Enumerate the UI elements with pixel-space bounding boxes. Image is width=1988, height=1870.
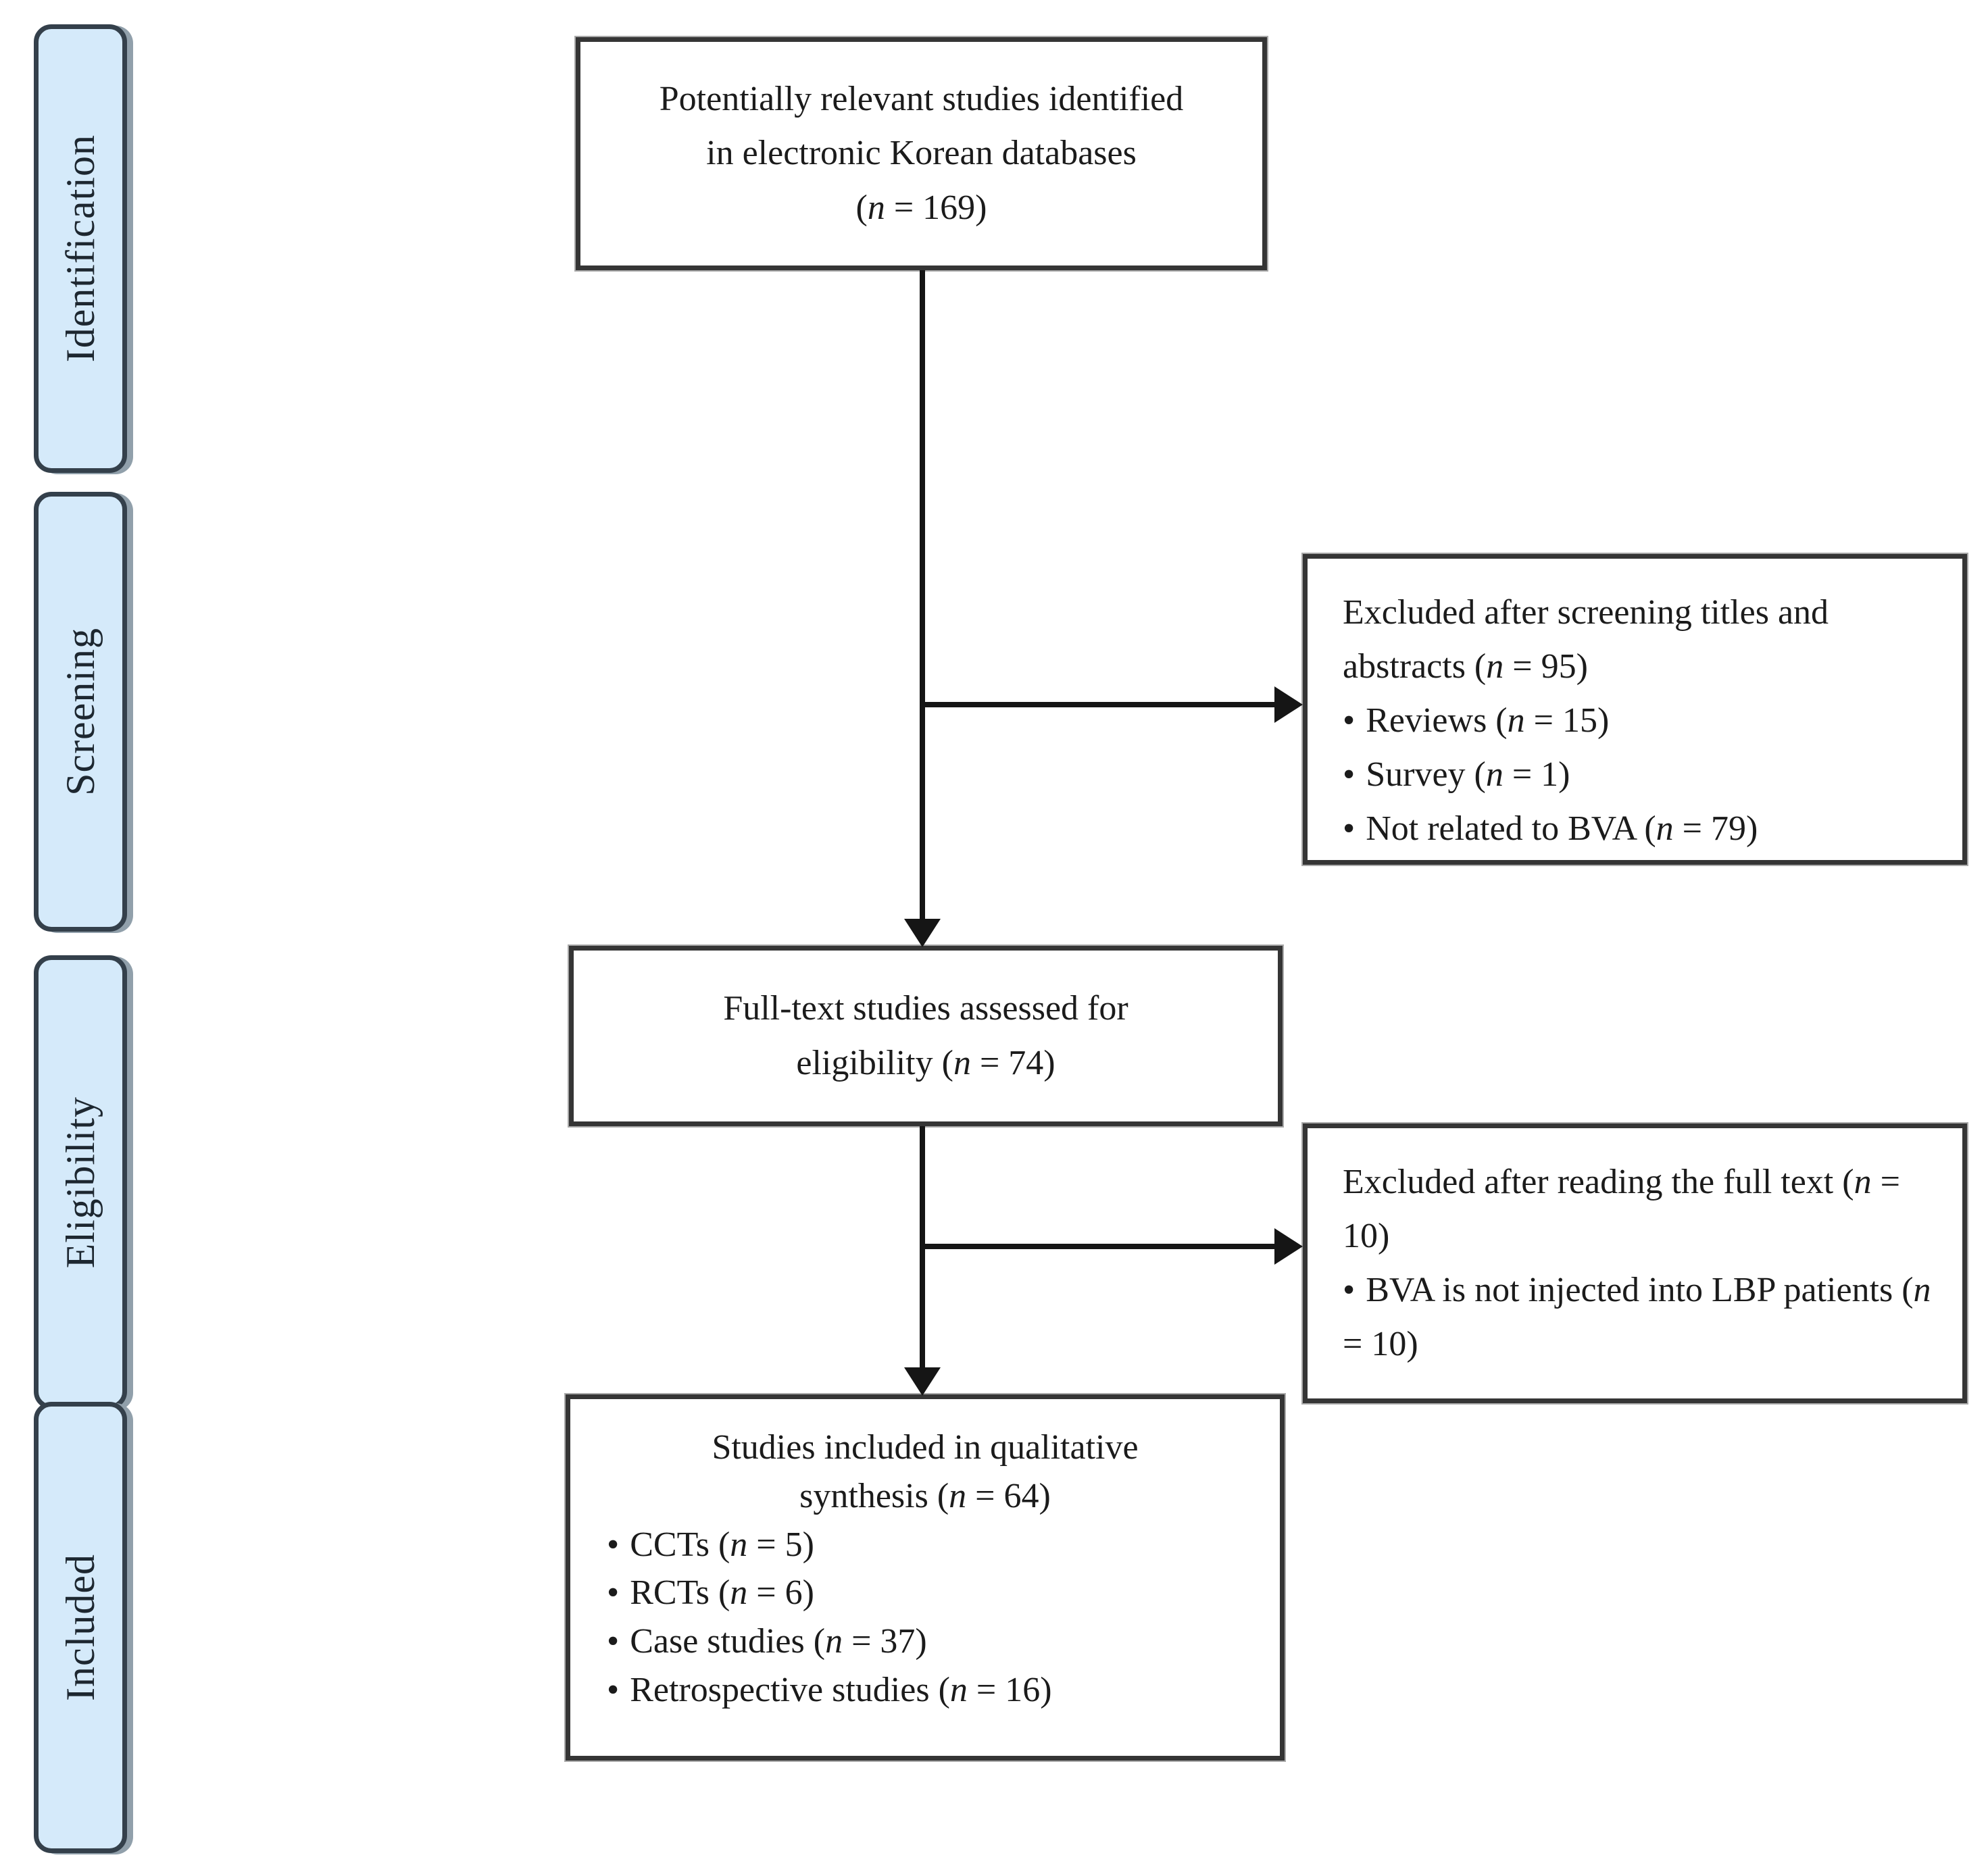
included-item: •Retrospective studies (n = 16) bbox=[607, 1670, 1052, 1709]
arrowhead-down-fulltext bbox=[904, 919, 941, 947]
excluded-fulltext-heading: Excluded after reading the full text (n … bbox=[1343, 1163, 1900, 1256]
bullet-icon: • bbox=[607, 1525, 620, 1564]
stage-identification-label: Identification bbox=[57, 134, 103, 363]
fulltext-line-2: eligibility (n = 74) bbox=[796, 1043, 1055, 1082]
identified-line-1: Potentially relevant studies identified bbox=[659, 80, 1184, 119]
bullet-icon: • bbox=[1343, 1271, 1356, 1310]
excluded-fulltext-item: •BVA is not injected into LBP patients (… bbox=[1343, 1271, 1931, 1364]
included-title-line-1: Studies included in qualitative bbox=[712, 1428, 1139, 1467]
included-title-line-2: synthesis (n = 64) bbox=[799, 1476, 1051, 1515]
connector-to-excluded-screening bbox=[922, 702, 1275, 707]
connector-to-excluded-fulltext bbox=[922, 1244, 1275, 1249]
box-excluded-fulltext: Excluded after reading the full text (n … bbox=[1303, 1123, 1967, 1403]
bullet-icon: • bbox=[1343, 755, 1356, 794]
arrowhead-right-excluded-fulltext bbox=[1274, 1228, 1303, 1265]
excluded-screening-heading: Excluded after screening titles and abst… bbox=[1343, 593, 1829, 686]
included-item: •RCTs (n = 6) bbox=[607, 1573, 814, 1613]
bullet-icon: • bbox=[1343, 809, 1356, 849]
excluded-screening-item: •Survey (n = 1) bbox=[1343, 755, 1570, 794]
stage-screening-label: Screening bbox=[57, 628, 103, 796]
excluded-screening-item: •Reviews (n = 15) bbox=[1343, 701, 1610, 740]
box-identified-studies: Potentially relevant studies identified … bbox=[576, 37, 1267, 270]
bullet-icon: • bbox=[1343, 701, 1356, 740]
stage-included-label: Included bbox=[57, 1554, 103, 1701]
stage-eligibility-label: Eligibility bbox=[57, 1096, 103, 1269]
bullet-icon: • bbox=[607, 1622, 620, 1661]
identified-line-3: (n = 169) bbox=[855, 188, 987, 227]
stage-included: Included bbox=[34, 1402, 127, 1853]
fulltext-line-1: Full-text studies assessed for bbox=[723, 989, 1128, 1028]
excluded-screening-item: •Not related to BVA (n = 79) bbox=[1343, 809, 1758, 849]
stage-eligibility: Eligibility bbox=[34, 955, 127, 1409]
arrowhead-right-excluded-screening bbox=[1274, 686, 1303, 723]
bullet-icon: • bbox=[607, 1573, 620, 1613]
box-included-studies: Studies included in qualitative synthesi… bbox=[566, 1394, 1285, 1761]
arrowhead-down-included bbox=[904, 1367, 941, 1396]
included-item: •Case studies (n = 37) bbox=[607, 1622, 927, 1661]
connector-identified-to-fulltext bbox=[920, 270, 925, 921]
bullet-icon: • bbox=[607, 1670, 620, 1709]
identified-line-2: in electronic Korean databases bbox=[706, 134, 1137, 173]
included-item: •CCTs (n = 5) bbox=[607, 1525, 814, 1564]
stage-identification: Identification bbox=[34, 24, 127, 473]
stage-screening: Screening bbox=[34, 492, 127, 932]
box-fulltext-assessed: Full-text studies assessed for eligibili… bbox=[569, 946, 1283, 1126]
box-excluded-screening: Excluded after screening titles and abst… bbox=[1303, 554, 1967, 865]
